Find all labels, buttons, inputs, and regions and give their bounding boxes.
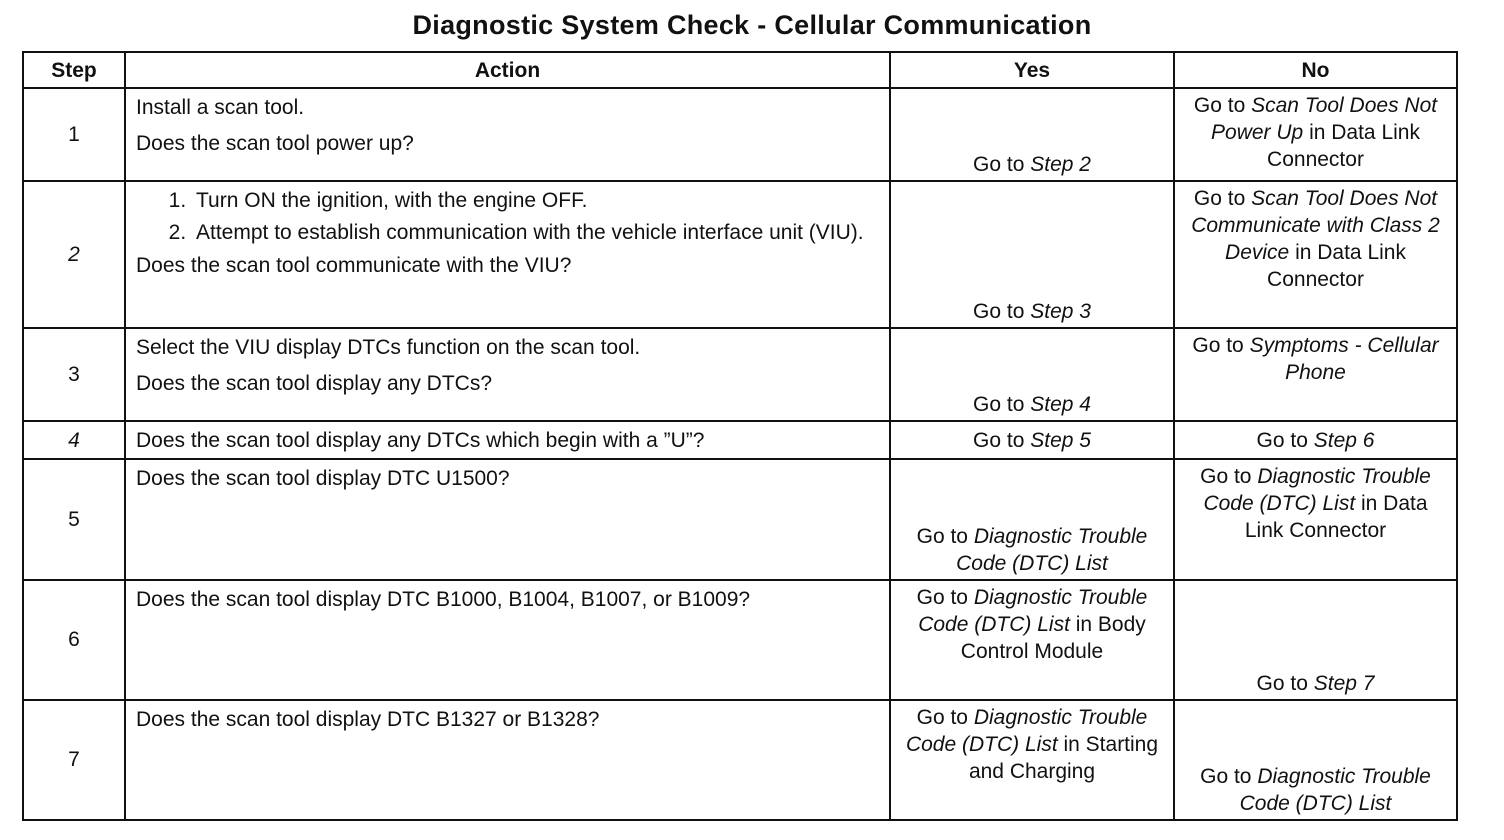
action-question: Does the scan tool display DTC B1000, B1… [136,587,751,611]
step-number: 2 [22,180,126,330]
yes-prefix: Go to [916,705,974,729]
yes-cell: Go to Step 4 [889,327,1175,423]
yes-link-reference[interactable]: Diagnostic Trouble Code (DTC) List [905,705,1148,756]
action-list-item: Turn ON the ignition, with the engine OF… [192,187,879,214]
no-cell: Go to Step 6 [1173,420,1458,461]
no-link-reference[interactable]: Diagnostic Trouble Code (DTC) List [1203,465,1431,516]
action-question: Does the scan tool display DTC U1500? [136,467,510,491]
yes-suffix: in Starting and Charging [968,732,1159,783]
action-question: Does the scan tool display DTC B1327 or … [136,707,600,731]
table-row: 6 Does the scan tool display DTC B1000, … [22,578,1458,701]
action-line: Select the VIU display DTCs function on … [136,336,641,360]
table-row: 1 Install a scan tool. Does the scan too… [22,86,1458,183]
action-cell: Turn ON the ignition, with the engine OF… [124,180,891,330]
table-row: 5 Does the scan tool display DTC U1500? … [22,458,1458,581]
yes-link-step[interactable]: Step 4 [1030,393,1091,417]
yes-cell: Go to Diagnostic Trouble Code (DTC) List [889,458,1175,581]
yes-prefix: Go to [973,300,1031,324]
action-cell: Does the scan tool display DTC B1000, B1… [124,578,891,701]
yes-link-reference[interactable]: Diagnostic Trouble Code (DTC) List [956,524,1148,575]
no-cell: Go to Scan Tool Does Not Communicate wit… [1173,180,1458,330]
no-prefix: Go to [1200,465,1258,489]
action-line: Install a scan tool. [136,96,305,119]
yes-suffix: in Body Control Module [960,612,1146,663]
action-question: Does the scan tool display any DTCs whic… [136,428,705,452]
yes-prefix: Go to [973,153,1031,177]
action-question: Does the scan tool power up? [136,132,414,155]
yes-prefix: Go to [916,585,974,609]
table-header-row: Step Action Yes No [22,51,1458,89]
step-number: 1 [22,86,126,183]
no-prefix: Go to [1193,187,1252,211]
no-suffix: in Data Link Connector [1267,241,1406,292]
yes-cell: Go to Diagnostic Trouble Code (DTC) List… [889,578,1175,701]
no-suffix: in Data Link Connector [1267,121,1420,171]
yes-link-step[interactable]: Step 2 [1030,153,1091,177]
action-cell: Does the scan tool display any DTCs whic… [124,420,891,461]
no-cell: Go to Scan Tool Does Not Power Up in Dat… [1173,86,1458,183]
header-step: Step [22,51,126,89]
step-number-text: 2 [68,243,80,267]
table-row: 7 Does the scan tool display DTC B1327 o… [22,698,1458,822]
no-link-reference[interactable]: Scan Tool Does Not Power Up [1211,94,1438,144]
action-steps-list: Turn ON the ignition, with the engine OF… [136,187,879,246]
yes-link-reference[interactable]: Diagnostic Trouble Code (DTC) List [918,585,1148,636]
no-prefix: Go to [1192,334,1250,358]
header-yes: Yes [889,51,1175,89]
action-cell: Install a scan tool. Does the scan tool … [124,86,891,183]
page-title: Diagnostic System Check - Cellular Commu… [412,10,1092,40]
diagnostic-table: Step Action Yes No 1 Install a scan tool… [22,51,1458,822]
action-cell: Does the scan tool display DTC B1327 or … [124,698,891,822]
yes-prefix: Go to [973,428,1031,452]
no-link-reference[interactable]: Diagnostic Trouble Code (DTC) List [1239,765,1431,815]
no-cell: Go to Symptoms - Cellular Phone [1173,327,1458,423]
step-number: 7 [22,698,126,822]
yes-link-step[interactable]: Step 5 [1030,428,1091,452]
header-no: No [1173,51,1458,89]
step-number: 5 [22,458,126,581]
step-number: 3 [22,327,126,423]
no-link-reference[interactable]: Symptoms - Cellular Phone [1249,334,1439,385]
action-cell: Does the scan tool display DTC U1500? [124,458,891,581]
no-prefix: Go to [1256,671,1314,695]
yes-prefix: Go to [973,393,1031,417]
action-question: Does the scan tool display any DTCs? [136,372,493,396]
yes-link-step[interactable]: Step 3 [1030,300,1091,324]
no-link-step[interactable]: Step 6 [1313,428,1375,452]
no-cell: Go to Step 7 [1173,578,1458,701]
no-cell: Go to Diagnostic Trouble Code (DTC) List… [1173,458,1458,581]
header-action: Action [124,51,891,89]
yes-prefix: Go to [916,524,974,548]
table-row: 3 Select the VIU display DTCs function o… [22,327,1458,423]
no-prefix: Go to [1200,765,1258,788]
step-number-text: 4 [68,428,80,452]
no-prefix: Go to [1193,94,1252,117]
yes-cell: Go to Step 5 [889,420,1175,461]
no-suffix: in Data Link Connector [1244,492,1428,543]
yes-cell: Go to Step 2 [889,86,1175,183]
action-list-item: Attempt to establish communication with … [192,219,879,246]
step-number: 4 [22,420,126,461]
no-cell: Go to Diagnostic Trouble Code (DTC) List [1173,698,1458,822]
action-cell: Select the VIU display DTCs function on … [124,327,891,423]
yes-cell: Go to Step 3 [889,180,1175,330]
table-row: 2 Turn ON the ignition, with the engine … [22,180,1458,330]
action-question: Does the scan tool communicate with the … [136,254,572,278]
table-row: 4 Does the scan tool display any DTCs wh… [22,420,1458,461]
no-link-step[interactable]: Step 7 [1313,671,1375,695]
yes-cell: Go to Diagnostic Trouble Code (DTC) List… [889,698,1175,822]
no-link-reference[interactable]: Scan Tool Does Not Communicate with Clas… [1191,187,1440,265]
no-prefix: Go to [1256,428,1314,452]
step-number: 6 [22,578,126,701]
